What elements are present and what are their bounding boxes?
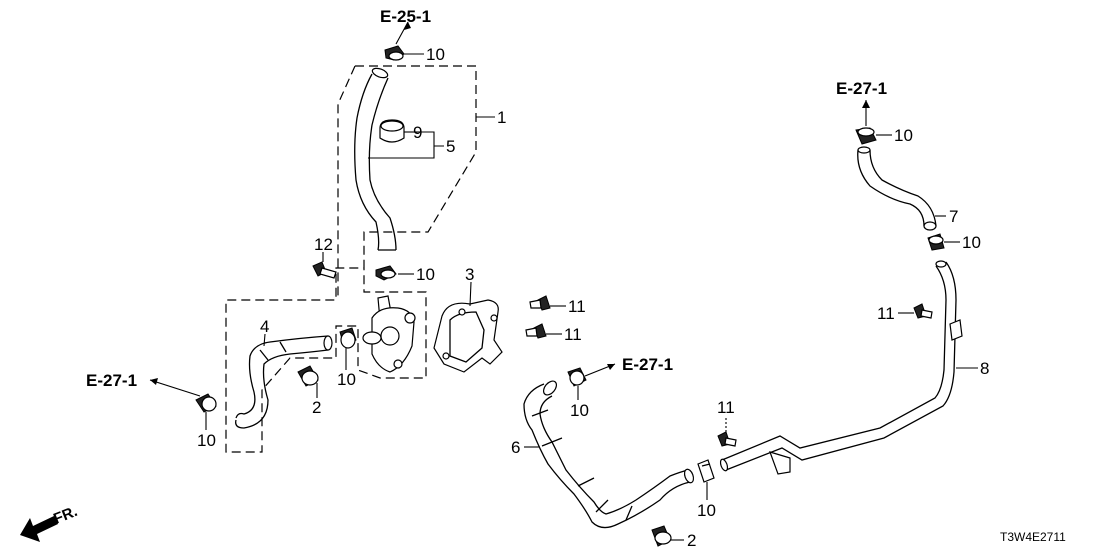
callout-11: 11 <box>568 297 586 316</box>
bolt-part-11-c[interactable] <box>717 431 737 447</box>
front-direction-arrow <box>20 516 58 542</box>
callout-10: 10 <box>962 233 981 252</box>
callout-7: 7 <box>949 207 958 226</box>
water-pump[interactable] <box>362 295 416 373</box>
bolt-part-11-b[interactable] <box>525 323 547 339</box>
clamp-part-10-right-mid[interactable] <box>927 233 945 251</box>
bolt-part-12[interactable] <box>312 261 337 279</box>
clamp-part-10-bottom[interactable] <box>697 459 715 483</box>
reference-label-left[interactable]: E-27-1 <box>86 371 137 390</box>
reference-label-middle[interactable]: E-27-1 <box>622 355 673 374</box>
callout-10: 10 <box>426 45 445 64</box>
front-label: FR. <box>51 503 80 528</box>
clamp-part-10-top[interactable] <box>384 45 405 61</box>
callout-9: 9 <box>413 123 422 142</box>
callout-2: 2 <box>687 531 696 550</box>
clamp-part-10-middle[interactable] <box>567 367 587 387</box>
callout-4: 4 <box>260 317 269 336</box>
clamp-part-10-right-top[interactable] <box>855 127 877 145</box>
callout-2: 2 <box>312 398 321 417</box>
callout-10: 10 <box>197 431 216 450</box>
reference-label-top[interactable]: E-25-1 <box>380 7 431 26</box>
ref-arrow-top <box>395 21 409 45</box>
clamp-part-10-pump-side[interactable] <box>339 327 357 349</box>
callout-11: 11 <box>717 398 735 417</box>
clamp-part-2-bottom[interactable] <box>651 525 672 547</box>
callout-3: 3 <box>465 265 474 284</box>
clamp-part-10-left[interactable] <box>195 393 217 413</box>
callout-11: 11 <box>877 304 895 323</box>
clamp-part-10-pump-top[interactable] <box>375 265 397 281</box>
callout-10: 10 <box>570 401 589 420</box>
bolt-part-11-a[interactable] <box>529 295 551 311</box>
callout-10: 10 <box>416 265 435 284</box>
diagram-code: T3W4E2711 <box>1000 530 1066 544</box>
callout-5: 5 <box>446 137 455 156</box>
callout-10: 10 <box>697 501 716 520</box>
bracket-part-3[interactable] <box>433 299 503 373</box>
callout-6: 6 <box>511 438 520 457</box>
callout-12: 12 <box>314 235 333 254</box>
hose-part-5[interactable] <box>354 67 397 251</box>
hose-part-4[interactable] <box>235 335 333 429</box>
clamp-part-2-left[interactable] <box>297 365 319 387</box>
group-boundary-part-1 <box>225 65 477 453</box>
callout-1: 1 <box>497 108 506 127</box>
callout-10: 10 <box>337 370 356 389</box>
hose-part-6[interactable] <box>523 379 695 529</box>
pipe-part-8[interactable] <box>719 260 963 475</box>
clamp-part-9[interactable] <box>379 119 405 143</box>
hose-part-7[interactable] <box>857 146 937 231</box>
reference-label-right[interactable]: E-27-1 <box>836 79 887 98</box>
callout-10: 10 <box>894 126 913 145</box>
callout-11: 11 <box>564 325 582 344</box>
callout-8: 8 <box>980 359 989 378</box>
bolt-part-11-right[interactable] <box>913 303 933 319</box>
